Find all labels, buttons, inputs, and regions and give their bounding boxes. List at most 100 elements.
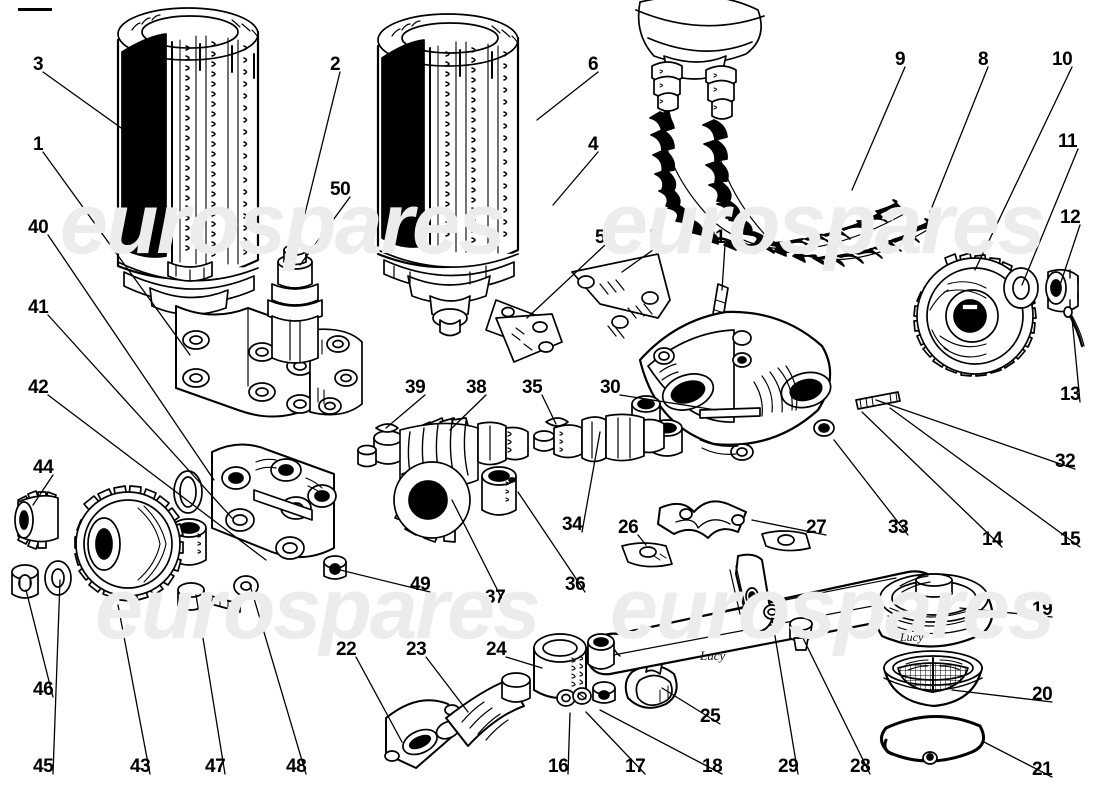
callout-number-13[interactable]: 13 — [1060, 384, 1081, 405]
callout-number-16[interactable]: 16 — [548, 756, 569, 777]
leader-line-38 — [449, 394, 487, 431]
leader-line-4 — [552, 151, 599, 206]
leader-line-11 — [1021, 148, 1079, 286]
callout-number-4[interactable]: 4 — [588, 134, 599, 155]
callout-number-45[interactable]: 45 — [33, 756, 54, 777]
callout-number-28[interactable]: 28 — [850, 756, 871, 777]
oil-filter-canister-right — [376, 13, 520, 337]
leader-line-41 — [47, 314, 233, 519]
leader-line-43 — [117, 604, 151, 775]
callout-number-24[interactable]: 24 — [486, 639, 507, 660]
braided-hose-9 — [649, 61, 905, 254]
callout-number-9[interactable]: 9 — [895, 49, 906, 70]
callout-number-21[interactable]: 21 — [1032, 759, 1053, 780]
callout-number-27[interactable]: 27 — [806, 517, 827, 538]
leader-line-36 — [517, 491, 586, 593]
callout-number-34[interactable]: 34 — [562, 514, 583, 535]
leader-line-30 — [619, 394, 717, 411]
callout-number-1[interactable]: 1 — [33, 134, 44, 155]
callout-number-18[interactable]: 18 — [702, 756, 723, 777]
leader-line-46 — [25, 589, 54, 698]
callout-number-40[interactable]: 40 — [28, 217, 49, 238]
leader-line-47 — [195, 594, 226, 775]
leader-line-49 — [331, 567, 431, 593]
callout-number-44[interactable]: 44 — [33, 457, 54, 478]
callout-number-14[interactable]: 14 — [982, 529, 1003, 550]
leader-line-40 — [47, 234, 215, 481]
leader-line-28 — [799, 631, 871, 775]
pinion-gear-44 — [14, 490, 59, 550]
pickup-sleeve-24 — [533, 633, 587, 699]
callout-number-37[interactable]: 37 — [485, 587, 506, 608]
callout-number-29[interactable]: 29 — [778, 756, 799, 777]
callout-number-11[interactable]: 11 — [1058, 131, 1078, 152]
leader-line-35 — [541, 394, 557, 425]
callout-number-22[interactable]: 22 — [336, 639, 357, 660]
artist-signature-2: Lucy — [900, 630, 924, 644]
callout-number-49[interactable]: 49 — [410, 574, 431, 595]
leader-line-44 — [32, 474, 54, 506]
callout-number-50[interactable]: 50 — [330, 179, 351, 200]
callout-number-42[interactable]: 42 — [28, 377, 49, 398]
callout-number-41[interactable]: 41 — [28, 297, 49, 318]
nut-46 — [11, 564, 39, 599]
leader-line-14 — [861, 411, 1003, 548]
callout-number-17[interactable]: 17 — [625, 756, 646, 777]
callout-number-39[interactable]: 39 — [405, 377, 426, 398]
leader-line-15 — [889, 407, 1081, 548]
callout-number-26[interactable]: 26 — [618, 517, 639, 538]
callout-number-38[interactable]: 38 — [466, 377, 487, 398]
leader-line-26 — [637, 534, 647, 546]
watermark-text: eurospares — [610, 561, 1056, 657]
washer-45 — [44, 560, 72, 596]
leader-line-5 — [526, 244, 606, 319]
callout-number-20[interactable]: 20 — [1032, 684, 1053, 705]
callout-number-2[interactable]: 2 — [330, 54, 341, 75]
callout-number-43[interactable]: 43 — [130, 756, 151, 777]
mounting-bracket-5 — [495, 313, 563, 363]
nut-18 — [592, 681, 616, 704]
leader-line-3 — [42, 71, 125, 131]
washer-11 — [1003, 267, 1039, 309]
callout-number-6[interactable]: 6 — [588, 54, 599, 75]
leader-line-9 — [851, 66, 906, 191]
leader-line-32 — [875, 399, 1076, 470]
leader-line-23 — [425, 656, 469, 713]
leader-line-34 — [581, 431, 601, 533]
pickup-tube-elbow — [445, 672, 531, 747]
callout-number-25[interactable]: 25 — [700, 706, 721, 727]
oil-strainer-housing — [874, 573, 994, 648]
callout-number-12[interactable]: 12 — [1060, 207, 1081, 228]
callout-number-7[interactable]: 7 — [650, 227, 661, 248]
leader-line-27 — [751, 519, 827, 536]
callout-number-19[interactable]: 19 — [1032, 599, 1053, 620]
leader-line-16 — [567, 712, 571, 775]
callout-number-47[interactable]: 47 — [205, 756, 226, 777]
mounting-bracket-7 — [571, 253, 671, 339]
leader-line-13 — [1071, 317, 1081, 403]
callout-number-3[interactable]: 3 — [33, 54, 44, 75]
leader-line-39 — [385, 394, 426, 429]
watermark-text: eurospares — [95, 561, 541, 657]
washer-29 — [763, 604, 781, 620]
callout-number-15[interactable]: 15 — [1060, 529, 1081, 550]
callout-number-35[interactable]: 35 — [522, 377, 543, 398]
callout-number-46[interactable]: 46 — [33, 679, 54, 700]
leader-line-19 — [959, 607, 1053, 618]
callout-number-33[interactable]: 33 — [888, 517, 909, 538]
leader-line-20 — [951, 689, 1053, 703]
leader-line-6 — [536, 71, 599, 121]
callout-number-32[interactable]: 32 — [1055, 451, 1076, 472]
callout-number-23[interactable]: 23 — [406, 639, 427, 660]
callout-number-30[interactable]: 30 — [600, 377, 621, 398]
callout-number-36[interactable]: 36 — [565, 574, 586, 595]
leader-line-17 — [585, 711, 646, 775]
braided-hose-8 — [702, 65, 941, 267]
callout-number-31[interactable]: 31 — [705, 227, 726, 248]
callout-number-8[interactable]: 8 — [978, 49, 989, 70]
callout-number-5[interactable]: 5 — [595, 227, 606, 248]
watermark-text: eurospares — [600, 176, 1046, 272]
callout-number-10[interactable]: 10 — [1052, 49, 1073, 70]
callout-number-48[interactable]: 48 — [286, 756, 307, 777]
